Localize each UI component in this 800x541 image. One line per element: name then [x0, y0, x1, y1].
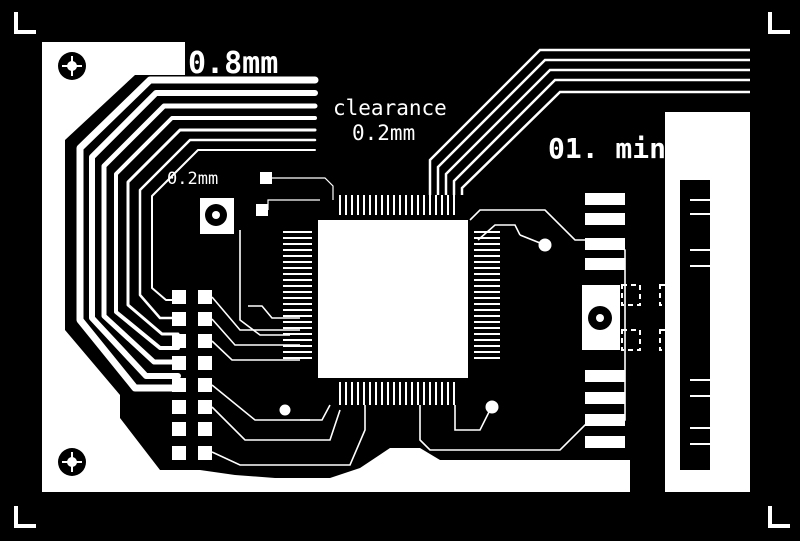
small-width-trace — [267, 177, 334, 210]
corner-marks — [14, 12, 790, 528]
copper-pour — [42, 42, 630, 492]
vias — [276, 235, 555, 419]
connector-pads — [585, 193, 625, 448]
ic-pins — [283, 195, 500, 405]
fiducial-bottom-left — [58, 448, 86, 476]
copper-pour-right-inner — [680, 180, 710, 470]
copper-pour-bottom-strip — [42, 470, 172, 492]
corner-mark-top-right — [768, 12, 790, 34]
chip-fanout-traces — [211, 209, 626, 466]
corner-mark-top-left — [14, 12, 36, 34]
trace-width-label-bg — [185, 42, 315, 78]
fiducial-top-left — [58, 52, 86, 80]
wide-traces — [76, 76, 319, 392]
via-icon — [276, 401, 294, 419]
clearance-label-line2: 0.2mm — [352, 121, 415, 145]
dashed-component-outlines — [621, 284, 679, 351]
top-right-traces — [428, 48, 750, 195]
ic-body — [318, 220, 468, 378]
trace-width-label: 0.8mm — [188, 46, 278, 81]
small-pad-top — [260, 172, 272, 184]
via-icon — [482, 397, 502, 417]
corner-mark-bottom-left — [14, 506, 36, 528]
clearance-label-line1: clearance — [333, 96, 447, 120]
min-spacing-label: 01. min — [548, 132, 666, 165]
resistor-pads — [172, 290, 212, 460]
small-pad-bottom — [256, 204, 268, 216]
corner-mark-bottom-right — [768, 506, 790, 528]
right-connector-traces — [690, 195, 746, 445]
small-width-label: 0.2mm — [167, 169, 218, 189]
fiducial-left-chip — [200, 198, 234, 234]
fiducial-right — [582, 285, 620, 350]
